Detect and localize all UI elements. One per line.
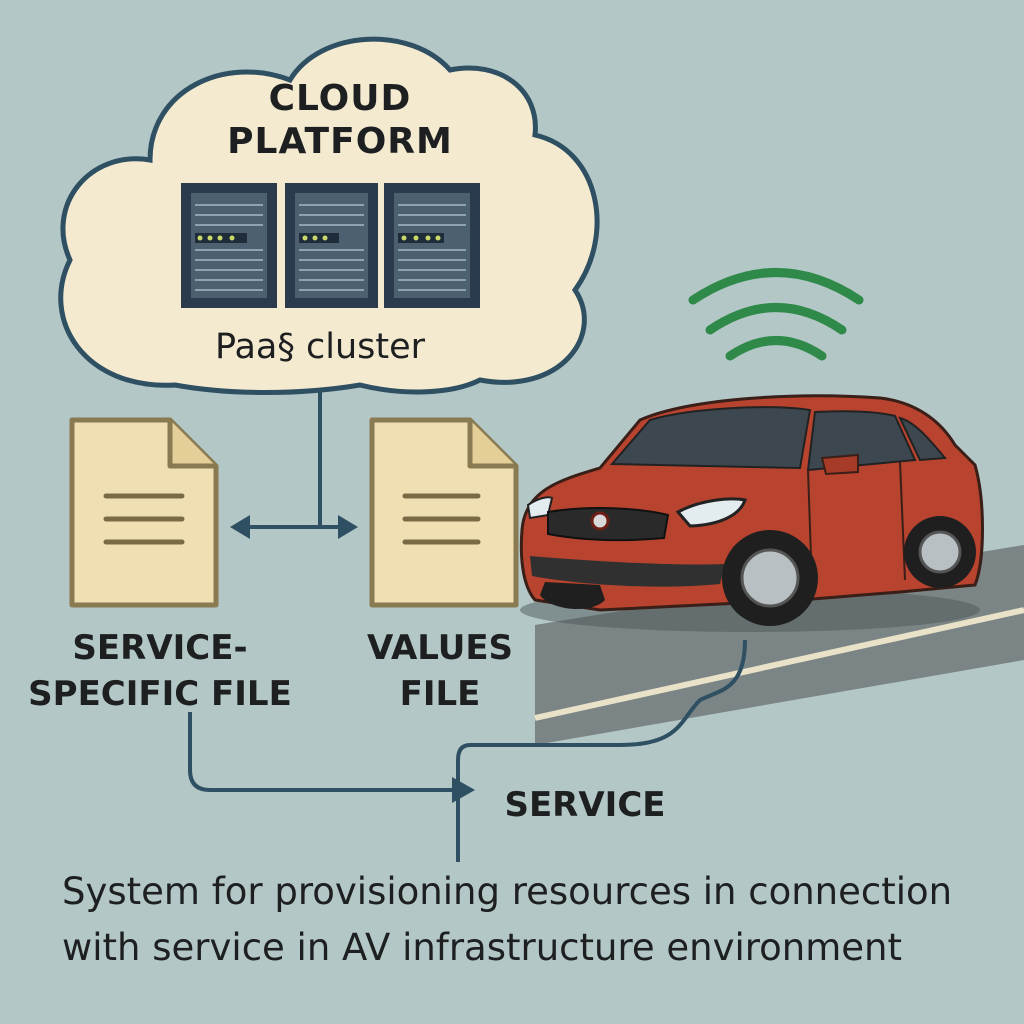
service-specific-file-label-line-2: SPECIFIC FILE xyxy=(28,674,292,714)
service-flow-arrow xyxy=(188,712,475,803)
double-arrow xyxy=(230,515,358,539)
car-connection-line xyxy=(456,639,747,862)
server-rack-1 xyxy=(181,183,277,308)
service-specific-file-label-line-1: SERVICE- xyxy=(72,628,248,668)
values-file-icon xyxy=(369,417,519,608)
caption-line-1: System for provisioning resources in con… xyxy=(62,870,953,913)
service-specific-file-icon xyxy=(69,417,219,608)
values-file-label-line-2: FILE xyxy=(399,674,481,714)
server-rack-2 xyxy=(285,183,378,308)
car-illustration xyxy=(519,394,984,632)
cloud-title-line-1: CLOUD xyxy=(268,78,412,119)
server-rack-3 xyxy=(384,183,480,308)
values-file-label-line-1: VALUES xyxy=(366,628,514,668)
wifi-signal-icon xyxy=(688,268,864,361)
service-label: SERVICE xyxy=(504,785,666,825)
cloud-title-line-2: PLATFORM xyxy=(227,121,453,162)
paas-cluster-label: Paa§ cluster xyxy=(214,327,426,367)
caption-line-2: with service in AV infrastructure enviro… xyxy=(62,926,903,969)
